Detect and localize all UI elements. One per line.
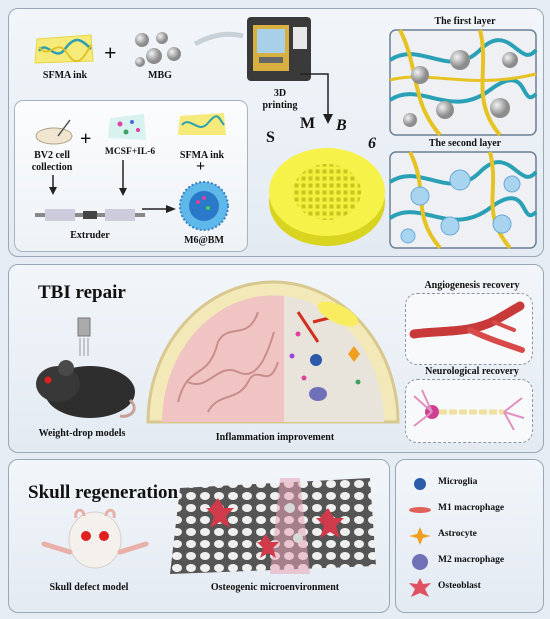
osteogenic-label: Osteogenic microenvironment [210,582,340,593]
m6-bm-particle-icon [179,181,229,231]
sfma-ink-icon [34,34,94,64]
legend-item: Osteoblast [395,578,545,600]
bone-scaffold-illustration [170,478,376,574]
plus-sign: + [104,40,117,65]
legend-item: M2 macrophage [395,552,545,574]
legend-item: Astrocyte [395,526,545,548]
astrocyte-icon [409,527,431,545]
sfma-ink-label: SFMA ink [42,70,88,81]
extruder-icon [35,209,145,221]
m1-macrophage-icon [409,507,431,513]
microglia-icon [414,478,426,490]
mouse-icon [36,360,136,418]
plus-sign-3: + [196,158,206,175]
rat-skull-defect-icon [41,508,149,569]
m6-bm-label: M6@BM [184,235,224,246]
neurological-title: Neurological recovery [425,366,519,377]
angiogenesis-title: Angiogenesis recovery [424,280,520,291]
m2-macrophage-icon [412,554,428,570]
letter-6: 6 [368,135,376,152]
letter-s: S [266,129,275,146]
mbg-particles-icon [135,32,181,67]
letter-m: M [300,115,316,132]
first-layer-title: The first layer [434,16,496,27]
second-layer-title: The second layer [428,138,502,149]
legend-label: Osteoblast [438,581,481,591]
letter-b: B [336,117,347,134]
legend-label: Microglia [438,477,478,487]
legend-label: M2 macrophage [438,555,505,565]
bv2-label-2: collection [31,162,73,173]
legend-label: Astrocyte [438,529,477,539]
inflammation-label: Inflammation improvement [215,432,335,443]
petri-dish-icon [35,119,73,145]
right-arrow [142,205,176,213]
bv2-label-1: BV2 cell [34,150,70,161]
brain-illustration [146,280,400,424]
plus-sign-2: + [80,128,92,150]
flow-arrow [193,31,244,47]
sfma-ink-label-2: SFMA ink [179,150,225,161]
down-arrow [49,175,57,195]
skull-regeneration-title: Skull regeneration [28,482,179,503]
sfma-ink-icon-2 [178,113,226,135]
legend-item: Microglia [395,474,545,496]
blood-vessel-icon [409,301,525,353]
weight-drop-label: Weight-drop models [38,428,126,439]
down-arrow [119,160,127,196]
osteoblast-icon [409,578,431,597]
printer-arrow [300,73,333,124]
skull-defect-label: Skull defect model [49,582,129,593]
cytokine-icon [108,114,146,140]
weight-drop-device-icon [77,317,91,356]
mcsf-label: MCSF+IL-6 [104,147,156,157]
legend-label: M1 macrophage [438,503,505,513]
neuron-icon [413,389,525,431]
3d-printer-icon [247,17,311,81]
printing-label-1: 3D [273,88,287,99]
tbi-repair-title: TBI repair [38,282,126,303]
second-layer-illustration [388,151,538,250]
mbg-label: MBG [148,70,172,81]
first-layer-illustration [388,29,538,137]
scaffold-disc [269,148,385,246]
legend-item: M1 macrophage [395,500,545,522]
extruder-label: Extruder [70,230,110,241]
printing-label-2: printing [262,100,298,111]
